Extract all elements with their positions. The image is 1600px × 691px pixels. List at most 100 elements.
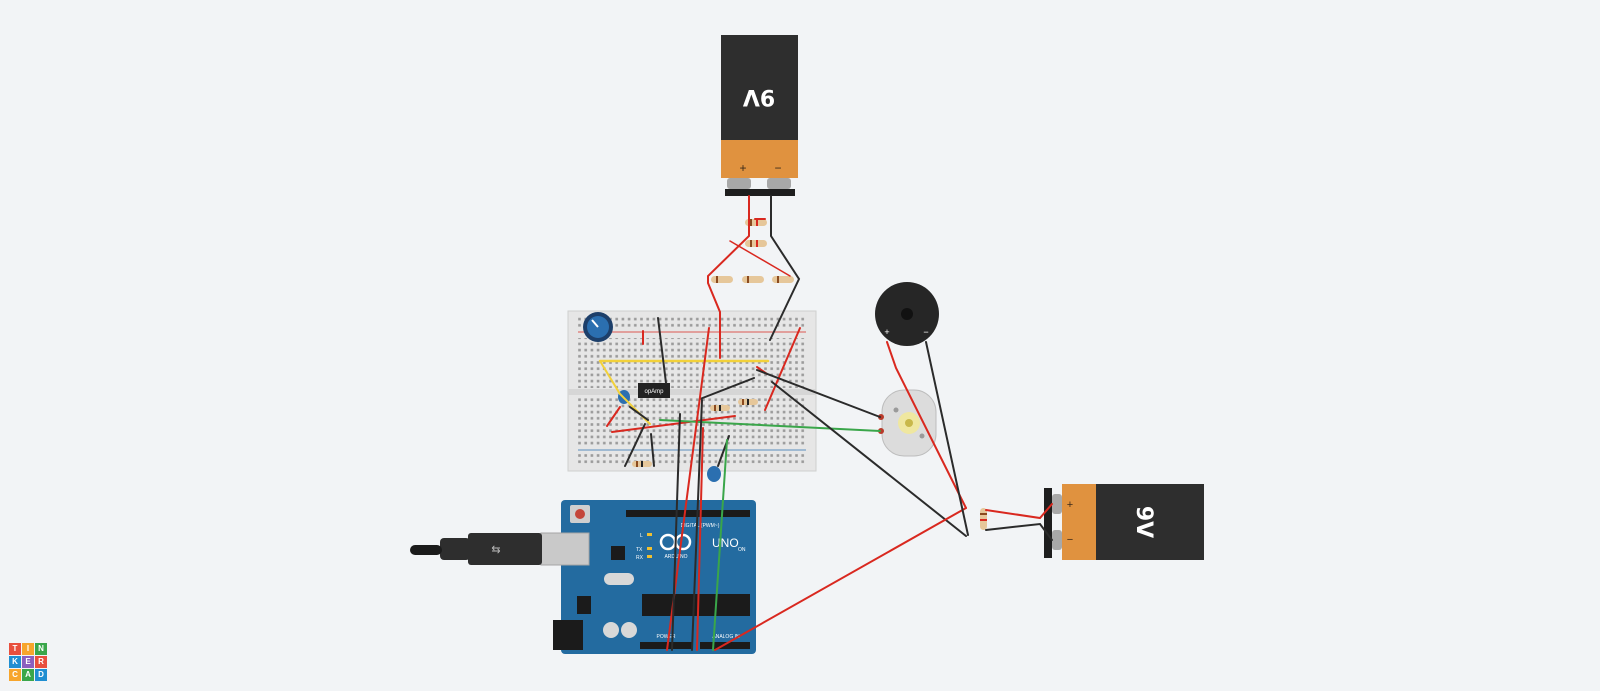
resistor-top-4-band (747, 276, 749, 283)
arduino-power-header[interactable] (640, 642, 692, 649)
wire-black-battery-right[interactable] (985, 522, 1053, 541)
wires (598, 195, 1053, 651)
arduino-uno[interactable]: DIGITAL (PWM~) L TX RX ON ARDUINO UNO PO… (540, 500, 756, 654)
arduino-led-l: L (640, 533, 643, 539)
wire-black-bb-5[interactable] (699, 377, 755, 400)
buzzer-hole (901, 308, 913, 320)
battery-top-label: 9V (743, 84, 775, 109)
wire-red-arduino-2[interactable] (696, 427, 704, 651)
battery-top-terminal-neg[interactable] (767, 178, 791, 189)
arduino-reset-button[interactable] (575, 509, 585, 519)
opamp-label: opAmp (644, 389, 664, 395)
resistor-bb-1-band (714, 405, 716, 411)
battery-right[interactable]: 9V + − (1044, 484, 1204, 560)
wire-red-resistor-link[interactable] (729, 240, 791, 277)
resistor-right-band (980, 513, 987, 515)
resistor-bb-3-band-2 (641, 461, 643, 467)
wire-black-arduino-gnd[interactable] (691, 399, 703, 651)
breadboard-center-channel (568, 389, 816, 395)
usb-cable[interactable]: ⇆ (410, 533, 542, 565)
opamp-chip[interactable]: opAmp (638, 383, 670, 398)
wire-black-buzzer[interactable] (925, 341, 969, 536)
resistor-right-band-2 (980, 519, 987, 521)
arduino-mcu (642, 594, 750, 616)
resistor-top-5-body (772, 276, 794, 283)
arduino-model: UNO (712, 536, 739, 550)
logo-cell-e: E (22, 656, 34, 668)
logo-cell-k: K (9, 656, 21, 668)
resistor-top-1[interactable] (745, 219, 767, 226)
wire-black-arduino-2[interactable] (671, 413, 681, 651)
arduino-led-rx: RX (636, 555, 644, 561)
breadboard[interactable] (567, 310, 817, 472)
motor-screw (893, 407, 899, 413)
breadboard-rail-top (578, 316, 806, 329)
breadboard-strip-top (578, 338, 806, 388)
tinkercad-logo: T I N K E R C A D (9, 643, 47, 681)
resistor-top-5-band (777, 276, 779, 283)
battery-right-terminal-neg[interactable] (1052, 530, 1062, 550)
motor-shaft (905, 419, 913, 427)
capacitor-bottom[interactable] (707, 466, 721, 482)
wire-red-battery-top[interactable] (707, 195, 750, 359)
wire-red-battery-right[interactable] (985, 503, 1053, 520)
battery-right-terminal-pos[interactable] (1052, 494, 1062, 514)
arduino-digital-header[interactable] (626, 510, 750, 517)
wire-black-battery-top[interactable] (769, 195, 801, 341)
piezo-buzzer[interactable]: + − (875, 282, 939, 346)
resistor-top-3[interactable] (711, 276, 733, 283)
resistor-bb-2[interactable] (738, 399, 758, 405)
resistor-bb-3-band (636, 461, 638, 467)
arduino-led-on: ON (738, 547, 746, 553)
wire-black-bb-3[interactable] (624, 423, 646, 467)
battery-top-body (721, 35, 798, 140)
usb-boot (440, 538, 470, 560)
arduino-board (561, 500, 756, 654)
resistor-top-3-band (716, 276, 718, 283)
resistor-top-1-band-2 (756, 219, 758, 226)
battery-top-minus: − (774, 161, 781, 175)
arduino-led-tx-light (647, 547, 652, 550)
wire-red-bb-2[interactable] (606, 406, 621, 427)
wire-black-diagonal[interactable] (771, 381, 967, 537)
battery-right-band (1062, 484, 1096, 560)
wire-red-buzzer[interactable] (886, 341, 967, 509)
wire-black-bb-1[interactable] (657, 317, 667, 384)
wire-red-arduino-right[interactable] (714, 507, 967, 651)
battery-right-plus: + (1067, 499, 1073, 511)
resistor-bb-3[interactable] (632, 461, 652, 467)
resistor-top-5[interactable] (772, 276, 794, 283)
opamp-body (638, 383, 670, 398)
battery-top[interactable]: 9V + − (721, 35, 798, 196)
resistor-top-2-band (750, 240, 752, 247)
wire-black-bb-4[interactable] (650, 433, 655, 467)
usb-cord (410, 545, 442, 555)
resistor-bb-1[interactable] (710, 405, 730, 411)
potentiometer-indicator (591, 319, 599, 328)
arduino-analog-header[interactable] (700, 642, 750, 649)
wire-red-bb-3[interactable] (611, 415, 736, 433)
resistor-right[interactable] (980, 508, 987, 530)
battery-top-plus: + (739, 161, 746, 175)
arduino-power-jack[interactable] (553, 620, 583, 650)
logo-cell-r: R (35, 656, 47, 668)
resistor-top-4[interactable] (742, 276, 764, 283)
logo-cell-i: I (22, 643, 34, 655)
battery-right-minus: − (1067, 534, 1073, 546)
arduino-usb-port[interactable] (540, 532, 590, 566)
arduino-usb-chip (611, 546, 625, 560)
resistor-top-2-band-2 (756, 240, 758, 247)
wire-black-motor[interactable] (756, 369, 881, 418)
potentiometer[interactable] (583, 312, 613, 342)
wire-red-bb-5[interactable] (764, 327, 801, 411)
logo-cell-a: A (22, 669, 34, 681)
dc-motor[interactable] (878, 389, 937, 457)
wire-green-arduino[interactable] (712, 439, 728, 651)
battery-right-snap (1044, 488, 1052, 558)
wire-black-bb-2[interactable] (629, 406, 649, 421)
resistor-top-3-body (711, 276, 733, 283)
resistor-top-2[interactable] (745, 240, 767, 247)
battery-top-snap (725, 189, 795, 196)
battery-top-terminal-pos[interactable] (727, 178, 751, 189)
